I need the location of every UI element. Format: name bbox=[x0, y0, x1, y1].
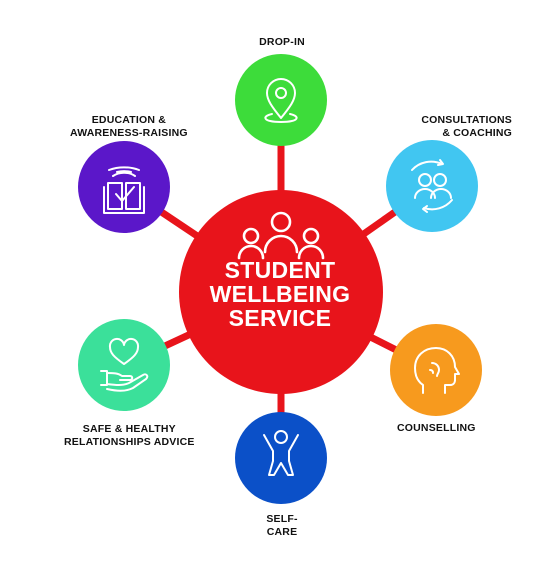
center-title-line: SERVICE bbox=[228, 305, 332, 331]
safe-healthy-label: SAFE & HEALTHY RELATIONSHIPS ADVICE bbox=[64, 423, 195, 449]
label-line: CONSULTATIONS bbox=[421, 114, 512, 126]
drop-in-label: DROP-IN bbox=[252, 36, 312, 49]
label-line: COUNSELLING bbox=[397, 422, 476, 434]
counselling-circle bbox=[390, 324, 482, 416]
drop-in-circle bbox=[235, 54, 327, 146]
label-line: DROP-IN bbox=[259, 36, 305, 48]
self-care-label: SELF-CARE bbox=[252, 513, 312, 539]
self-care-circle bbox=[235, 412, 327, 504]
education-label: EDUCATION & AWARENESS-RAISING bbox=[70, 114, 188, 140]
people-group-icon bbox=[237, 211, 325, 260]
label-line: SAFE & HEALTHY bbox=[82, 423, 176, 435]
education-circle bbox=[78, 141, 170, 233]
center-title-line: STUDENT bbox=[224, 257, 336, 283]
label-line: SELF-CARE bbox=[266, 513, 298, 538]
people-cycle-icon bbox=[411, 159, 453, 213]
location-pin-icon bbox=[264, 78, 298, 123]
label-line: & COACHING bbox=[442, 127, 512, 139]
center-title-line: WELLBEING bbox=[209, 281, 351, 307]
label-line: RELATIONSHIPS ADVICE bbox=[64, 436, 195, 448]
center-circle bbox=[179, 190, 383, 394]
consultations-circle bbox=[386, 140, 478, 232]
head-listening-icon bbox=[414, 347, 460, 394]
book-check-icon bbox=[103, 166, 145, 214]
label-line: AWARENESS-RAISING bbox=[70, 127, 188, 139]
center-title: STUDENT WELLBEING SERVICE bbox=[180, 258, 380, 330]
heart-in-hand-icon bbox=[100, 337, 149, 392]
label-line: EDUCATION & bbox=[91, 114, 167, 126]
person-arms-up-icon bbox=[263, 430, 299, 476]
counselling-label: COUNSELLING bbox=[397, 422, 476, 435]
consultations-label: CONSULTATIONS & COACHING bbox=[421, 114, 512, 140]
